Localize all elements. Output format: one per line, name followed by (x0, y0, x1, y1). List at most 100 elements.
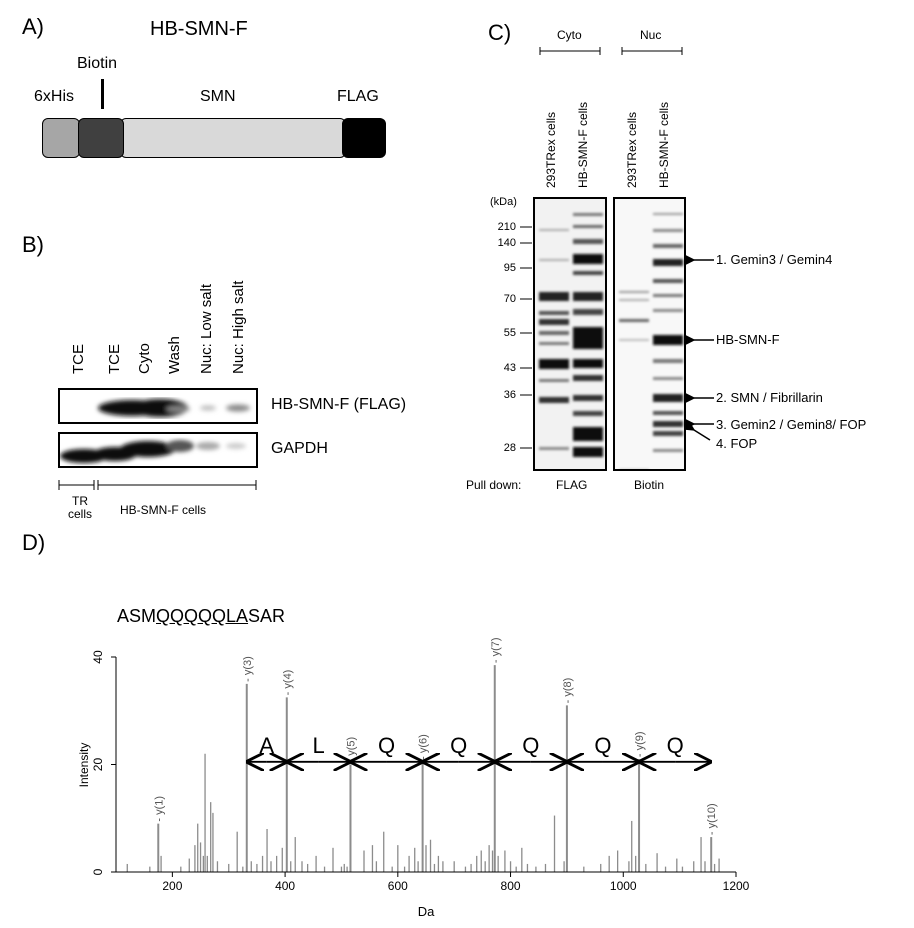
x-tick-label-800: 800 (501, 879, 521, 893)
domain-flag (342, 118, 386, 158)
panel-b-letter: B) (22, 232, 44, 257)
lane-label-6: Nuc: High salt (230, 280, 247, 374)
group-label-tr-cells: TR cells (67, 494, 92, 521)
residue-label-1: L (313, 733, 325, 758)
domain-his (42, 118, 80, 158)
kda-label: (kDa) (490, 196, 517, 208)
gel-lane-label-1: 293TRex cells (544, 111, 558, 188)
lane-label-2: TCE (106, 344, 123, 374)
residue-label-4: Q (522, 733, 539, 758)
ms-spectrum: - y(1) - y(3) - y(4) - y(5) - y(6) - y(7) - y(… (77, 637, 750, 919)
annotation-gemin2: 3. Gemin2 / Gemin8/ FOP (716, 417, 867, 432)
peak-label-5: - y(7) (490, 637, 502, 663)
biotin-tag-line (101, 79, 104, 109)
y-tick-label-40: 40 (91, 650, 105, 664)
y-tick-label-20: 20 (91, 758, 105, 772)
gapdh-blot (58, 432, 258, 468)
marker-210: 210 (497, 221, 516, 233)
smn-label: SMN (200, 88, 236, 105)
y-tick-label-0: 0 (91, 868, 105, 875)
fraction-brackets (539, 47, 683, 55)
marker-36: 36 (503, 389, 516, 401)
x-tick-label-200: 200 (162, 879, 182, 893)
peak-label-2: - y(4) (282, 670, 294, 696)
marker-95: 95 (503, 262, 516, 274)
gel-lane-label-4: HB-SMN-F cells (657, 102, 671, 188)
biotin-label: Biotin (77, 55, 118, 72)
flag-blot-bands (98, 399, 250, 417)
peak-label-7: - y(9) (634, 731, 646, 757)
gapdh-blot-bands (60, 440, 246, 463)
lane-label-3: Cyto (136, 343, 153, 374)
gel-biotin-bands (619, 213, 683, 452)
marker-55: 55 (503, 327, 516, 339)
flag-blot (58, 388, 258, 424)
flag-label: FLAG (337, 88, 379, 105)
construct-title: HB-SMN-F (150, 18, 248, 40)
marker-28: 28 (503, 442, 516, 454)
fraction-nuc: Nuc (640, 28, 662, 42)
x-axis-label: Da (418, 904, 435, 919)
gel-lane-label-2: HB-SMN-F cells (576, 102, 590, 188)
x-tick-label-600: 600 (388, 879, 408, 893)
peptide-prefix: ASM (117, 606, 157, 626)
peak-label-1: - y(3) (242, 656, 254, 682)
panel-d-letter: D) (22, 530, 46, 555)
flag-band-nuc-high (226, 404, 250, 412)
annotation-fop: 4. FOP (716, 436, 758, 451)
gapdh-band-cyto (120, 441, 176, 457)
group-label-hb-cells: HB-SMN-F cells (120, 503, 206, 517)
gel-flag-bands (539, 213, 603, 457)
y-axis-label: Intensity (77, 743, 91, 788)
pulldown-flag: FLAG (556, 478, 588, 492)
fraction-cyto: Cyto (557, 28, 582, 42)
lane-label-5: Nuc: Low salt (198, 283, 215, 374)
gapdh-band-wash (166, 440, 194, 452)
peak-labels: - y(1) - y(3) - y(4) - y(5) - y(6) - y(7) - y(… (153, 637, 718, 835)
marker-43: 43 (503, 362, 516, 374)
peptide-underlined: QQQQQLA (156, 606, 249, 626)
flag-band-wash (166, 406, 190, 412)
peak-label-6: - y(8) (562, 678, 574, 704)
annotation-arrows (686, 254, 714, 441)
marker-140: 140 (497, 237, 516, 249)
lane-label-4: Wash (166, 336, 183, 374)
x-tick-label-1000: 1000 (610, 879, 637, 893)
residue-label-5: Q (594, 733, 611, 758)
gel-lane-label-3: 293TRex cells (625, 111, 639, 188)
domain-biotin (78, 118, 124, 158)
peak-label-0: - y(1) (153, 796, 165, 822)
flag-band-nuc-low (200, 405, 216, 411)
gapdh-blot-label: GAPDH (271, 440, 328, 457)
axis-ticks: 200 400 600 800 1000 1200 0 20 40 (91, 650, 750, 893)
peak-label-4: - y(6) (418, 734, 430, 760)
marker-70: 70 (503, 293, 516, 305)
axes (115, 657, 736, 873)
marker-ticks (520, 226, 532, 449)
peptide-sequence: ASMQQQQQLASAR (117, 606, 285, 627)
x-tick-label-400: 400 (275, 879, 295, 893)
pulldown-label: Pull down: (466, 478, 522, 492)
residue-label-3: Q (450, 733, 467, 758)
annotation-smn: 2. SMN / Fibrillarin (716, 390, 823, 405)
panel-a-letter: A) (22, 14, 44, 39)
minor-peaks (126, 753, 720, 872)
peak-label-8: - y(10) (706, 803, 718, 835)
annotation-gemin3: 1. Gemin3 / Gemin4 (716, 252, 833, 267)
annotation-hb-smn-f: HB-SMN-F (716, 332, 780, 347)
gel-flag-pulldown (533, 197, 607, 471)
flag-band-cyto (132, 399, 188, 417)
labeled-peaks (157, 665, 713, 872)
his-label: 6xHis (34, 88, 75, 105)
residue-label-2: Q (378, 733, 395, 758)
panel-c-letter: C) (488, 20, 512, 45)
peak-label-3: - y(5) (345, 737, 357, 763)
peptide-suffix: SAR (248, 606, 286, 626)
gapdh-band-nuc-low (196, 442, 220, 450)
pulldown-biotin: Biotin (634, 478, 665, 492)
gel-biotin-pulldown (613, 197, 686, 471)
residue-label-0: A (259, 733, 274, 758)
x-tick-label-1200: 1200 (723, 879, 750, 893)
domain-smn (120, 118, 346, 158)
